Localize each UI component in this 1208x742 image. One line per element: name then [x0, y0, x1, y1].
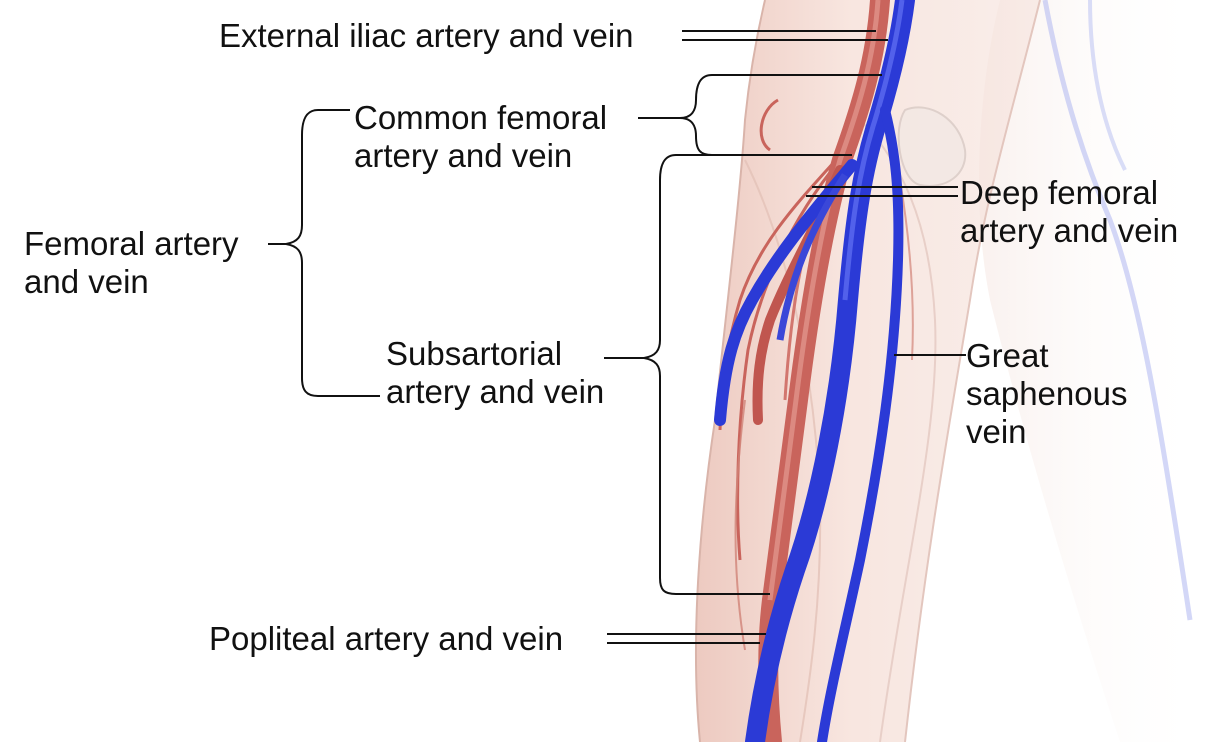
label-deep-femoral: Deep femoral artery and vein — [960, 174, 1178, 250]
label-great-saphenous: Great saphenous vein — [966, 337, 1127, 451]
label-femoral: Femoral artery and vein — [24, 225, 239, 301]
label-common-femoral: Common femoral artery and vein — [354, 99, 607, 175]
label-subsartorial: Subsartorial artery and vein — [386, 335, 604, 411]
label-popliteal: Popliteal artery and vein — [209, 620, 563, 658]
label-external-iliac: External iliac artery and vein — [219, 17, 634, 55]
